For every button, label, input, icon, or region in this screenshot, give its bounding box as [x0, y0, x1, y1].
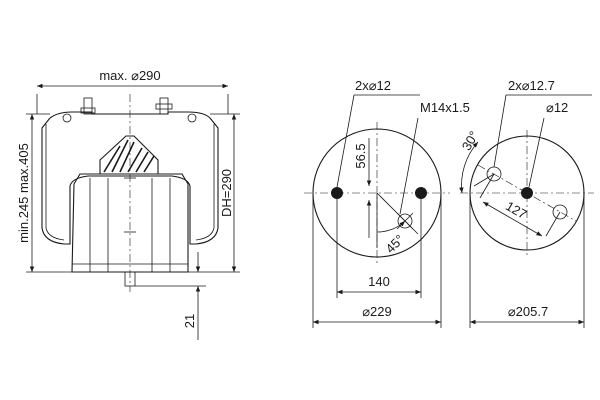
- bottom-hole-label: 2x⌀12.7: [508, 78, 555, 93]
- right-bead-roll: [187, 113, 197, 123]
- top-spacing-label: 140: [368, 274, 390, 289]
- hole-axis-line: [477, 164, 577, 222]
- top-angle-label: 45°: [383, 232, 408, 257]
- top-width-label: max. ⌀290: [99, 68, 160, 83]
- top-hole-label: 2x⌀12: [355, 78, 391, 93]
- bumper: [99, 135, 159, 175]
- angle-ray: [376, 192, 419, 235]
- height-range-label: min.245 max.405: [16, 143, 31, 243]
- extension-line: [545, 211, 561, 237]
- top-diameter-label: ⌀229: [362, 304, 392, 319]
- bottom-angle-arc: [459, 141, 479, 194]
- bottom-center-hole-label: ⌀12: [546, 100, 568, 115]
- threaded-hole: [397, 213, 413, 229]
- hole-leader: [493, 94, 507, 168]
- hole-leader: [336, 94, 355, 188]
- bottom-spacing-label: 127: [503, 198, 529, 222]
- bellows-inner-left: [45, 124, 65, 241]
- lower-mounting-hole: [552, 204, 568, 220]
- bottom-spacing-dimension-line: [482, 201, 543, 237]
- top-plate-view: 45° 56.5 2x⌀12 M14x1.5 140 ⌀229: [304, 78, 470, 328]
- right-mounting-hole: [415, 187, 427, 199]
- bottom-stud: [124, 271, 136, 287]
- right-stud: [159, 97, 169, 115]
- left-stud-nut: [80, 107, 96, 114]
- right-stud-nut: [155, 103, 173, 110]
- top-thread-label: M14x1.5: [420, 100, 470, 115]
- left-stud: [83, 97, 93, 115]
- angle-arc: [376, 220, 406, 233]
- left-mounting-hole: [331, 187, 343, 199]
- bottom-diameter-label: ⌀205.7: [508, 304, 548, 319]
- design-height-label: DH=290: [219, 169, 234, 217]
- extension-line: [479, 173, 495, 199]
- left-bead-roll: [62, 113, 72, 123]
- bottom-angle-label: 30°: [459, 128, 482, 153]
- bellows-inner-right: [195, 124, 215, 241]
- bottom-plate-view: 30° 127 2x⌀12.7 ⌀12 ⌀205.7: [459, 78, 594, 328]
- side-view: max. ⌀290: [16, 68, 240, 340]
- bottom-offset-label: 21: [182, 314, 197, 328]
- center-hole-leader: [528, 117, 545, 188]
- top-offset-label: 56.5: [353, 143, 368, 168]
- thread-leader: [399, 117, 419, 215]
- center-hole: [521, 187, 533, 199]
